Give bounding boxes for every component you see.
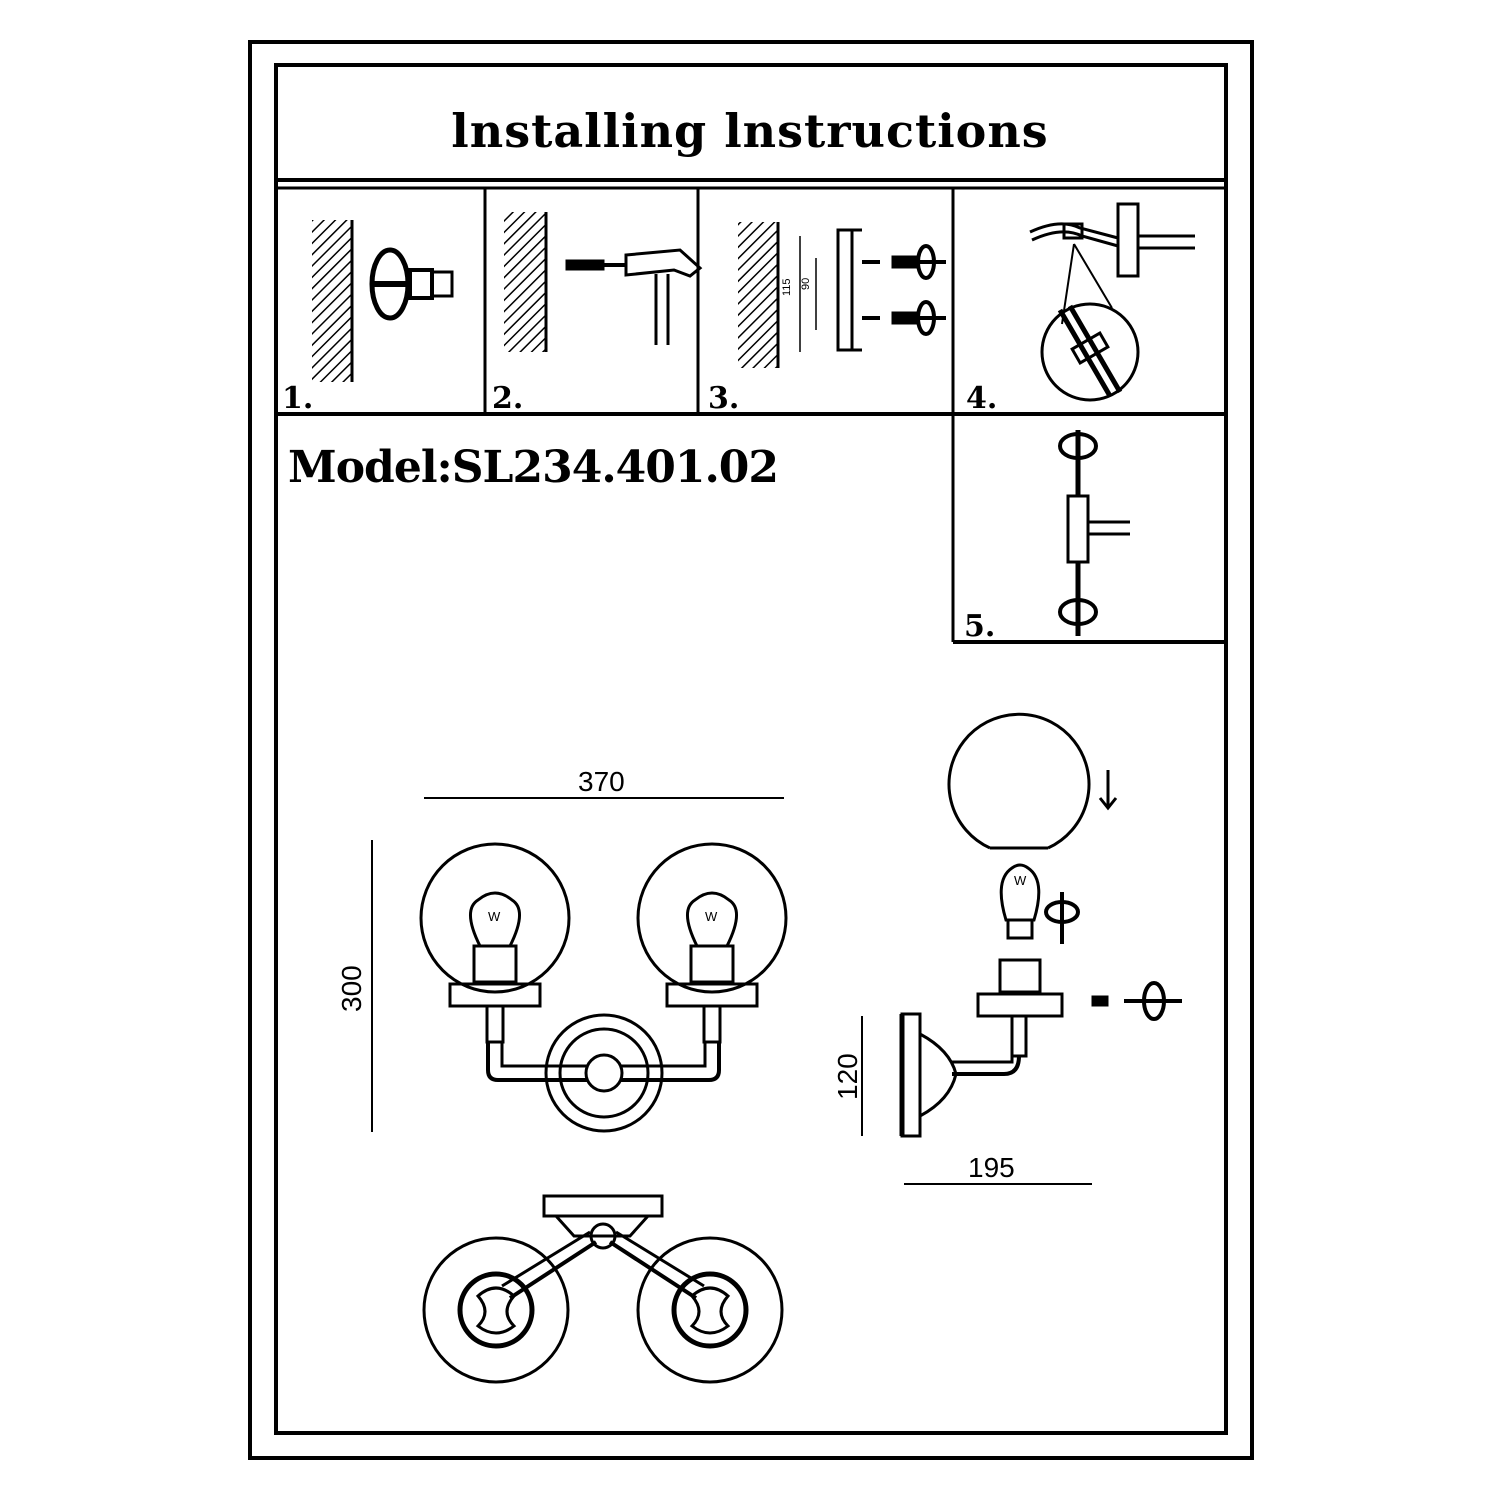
bulb-mark: W [1014, 873, 1027, 888]
backplate-dimension: 120 [832, 1053, 863, 1100]
side-view-drawing [861, 712, 1182, 1185]
step-4-label: 4. [966, 381, 998, 416]
model-number: Model:SL234.401.02 [288, 442, 779, 493]
step-3-dim-a: 115 [781, 278, 793, 296]
step-5-label: 5. [964, 609, 996, 644]
depth-dimension: 195 [968, 1152, 1015, 1183]
step-3-label: 3. [708, 381, 740, 416]
step-3-illustration [738, 222, 946, 368]
bulb-mark: W [488, 909, 501, 924]
step-1-label: 1. [282, 381, 314, 416]
front-view-drawing [371, 797, 788, 1133]
bulb-mark: W [705, 909, 718, 924]
top-view-drawing [422, 1194, 784, 1384]
page-title: lnstalling lnstructions [451, 104, 1049, 158]
outer-frame [248, 40, 1254, 1460]
width-dimension: 370 [578, 766, 625, 797]
step-5-illustration [1058, 430, 1130, 636]
step-1-illustration [312, 220, 454, 382]
step-3-dim-b: 90 [800, 277, 812, 290]
step-2-label: 2. [492, 381, 524, 416]
step-4-illustration [1029, 202, 1195, 402]
step-2-illustration [504, 212, 703, 352]
height-dimension: 300 [336, 965, 367, 1012]
